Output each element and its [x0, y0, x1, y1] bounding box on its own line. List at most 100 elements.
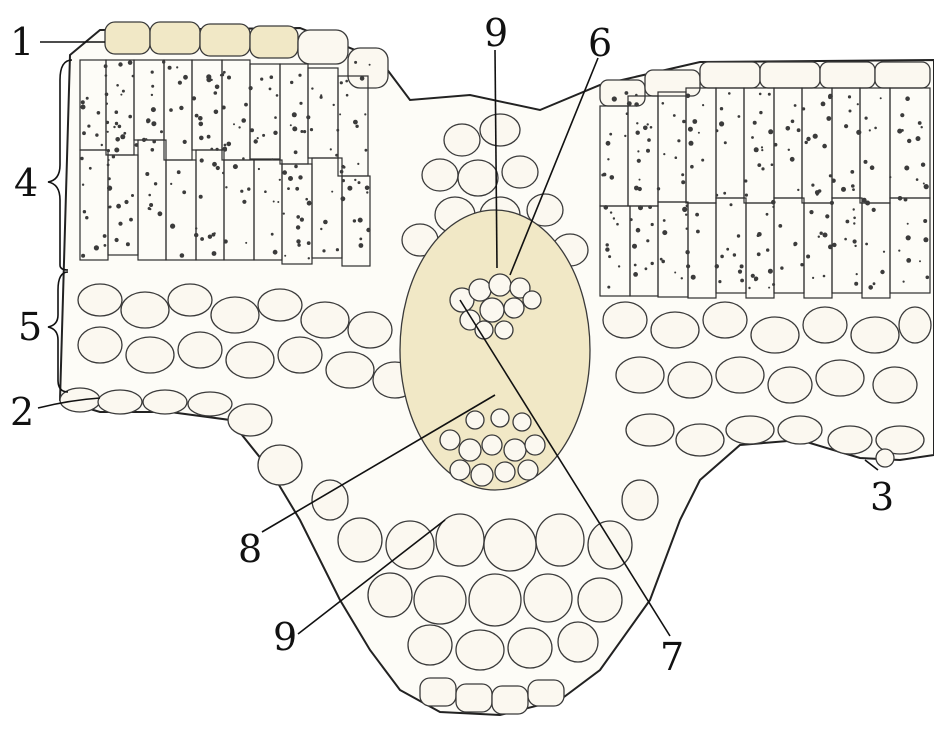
chloroplast-dot [806, 137, 810, 141]
chloroplast-dot [303, 130, 306, 133]
chloroplast-dot [923, 183, 925, 185]
label-4: 4 [14, 161, 38, 205]
chloroplast-dot [793, 243, 796, 246]
chloroplast-dot [123, 132, 126, 135]
chloroplast-dot [104, 64, 108, 68]
chloroplast-dot [616, 223, 619, 226]
chloroplast-dot [768, 129, 773, 134]
chloroplast-dot [83, 210, 86, 213]
chloroplast-dot [828, 245, 833, 250]
chloroplast-dot [124, 200, 128, 204]
chloroplast-dot [904, 166, 909, 171]
chloroplast-dot [630, 218, 633, 221]
chloroplast-dot [107, 186, 112, 191]
chloroplast-dot [864, 160, 868, 164]
chloroplast-dot [176, 66, 178, 68]
chloroplast-dot [761, 167, 764, 170]
chloroplast-dot [342, 179, 345, 182]
chloroplast-dot [759, 111, 762, 114]
chloroplast-dot [199, 136, 204, 141]
chloroplast-dot [880, 270, 884, 274]
chloroplast-dot [115, 137, 120, 142]
chloroplast-dot [791, 120, 795, 124]
chloroplast-dot [823, 275, 826, 278]
chloroplast-dot [906, 235, 911, 240]
chloroplast-dot [748, 287, 750, 289]
chloroplast-dot [626, 112, 629, 115]
chloroplast-dot [681, 173, 684, 176]
chloroplast-dot [627, 101, 632, 106]
chloroplast-dot [921, 163, 925, 167]
chloroplast-dot [903, 281, 905, 283]
chloroplast-dot [283, 213, 285, 215]
chloroplast-dot [634, 102, 639, 107]
chloroplast-dot [233, 123, 235, 125]
chloroplast-dot [606, 243, 609, 246]
chloroplast-dot [809, 210, 813, 214]
chloroplast-dot [240, 190, 243, 193]
chloroplast-dot [757, 232, 762, 237]
chloroplast-dot [195, 114, 199, 118]
chloroplast-dot [296, 225, 300, 229]
chloroplast-dot [737, 234, 740, 237]
chloroplast-dot [160, 130, 163, 133]
chloroplast-dot [288, 176, 293, 181]
chloroplast-dot [249, 86, 253, 90]
chloroplast-dot [262, 134, 265, 137]
chloroplast-dot [284, 255, 286, 257]
chloroplast-dot [126, 242, 130, 246]
chloroplast-dot [151, 85, 154, 88]
chloroplast-dot [695, 213, 699, 217]
chloroplast-dot [115, 238, 119, 242]
chloroplast-dot [227, 76, 231, 80]
chloroplast-dot [345, 80, 348, 83]
chloroplast-dot [724, 141, 727, 144]
chloroplast-dot [307, 201, 312, 206]
chloroplast-dot [740, 264, 744, 268]
chloroplast-dot [923, 237, 928, 242]
chloroplast-dot [178, 81, 182, 85]
chloroplast-dot [343, 166, 346, 169]
chloroplast-dot [853, 217, 856, 220]
chloroplast-dot [273, 250, 278, 255]
chloroplast-dot [118, 62, 122, 66]
chloroplast-dot [145, 138, 147, 140]
chloroplast-dot [906, 258, 911, 263]
chloroplast-dot [918, 121, 922, 125]
chloroplast-dot [719, 121, 724, 126]
chloroplast-dot [271, 158, 273, 160]
chloroplast-dot [698, 132, 700, 134]
chloroplast-dot [625, 91, 629, 95]
chloroplast-dot [744, 179, 747, 182]
chloroplast-dot [95, 133, 98, 136]
chloroplast-dot [826, 116, 831, 121]
chloroplast-dot [768, 287, 770, 289]
chloroplast-dot [636, 122, 638, 124]
label-9-bottom: 9 [273, 615, 297, 659]
chloroplast-dot [306, 115, 310, 119]
chloroplast-dot [873, 282, 876, 285]
chloroplast-dot [135, 143, 139, 147]
chloroplast-dot [353, 120, 358, 125]
chloroplast-dot [788, 149, 790, 151]
chloroplast-dot [192, 96, 196, 100]
chloroplast-dot [369, 64, 371, 66]
chloroplast-dot [360, 76, 365, 81]
chloroplast-dot [613, 217, 615, 219]
chloroplast-dot [247, 187, 250, 190]
chloroplast-dot [686, 264, 690, 268]
chloroplast-dot [634, 264, 637, 267]
chloroplast-dot [647, 123, 649, 125]
chloroplast-dot [336, 248, 339, 251]
chloroplast-dot [341, 196, 346, 201]
chloroplast-dot [128, 60, 133, 65]
chloroplast-dot [223, 148, 227, 152]
chloroplast-dot [774, 143, 778, 147]
chloroplast-dot [636, 131, 640, 135]
chloroplast-dot [366, 191, 368, 193]
chloroplast-dot [320, 228, 322, 230]
chloroplast-dot [647, 138, 651, 142]
chloroplast-dot [89, 167, 92, 170]
chloroplast-dot [208, 235, 212, 239]
chloroplast-dot [612, 96, 617, 101]
